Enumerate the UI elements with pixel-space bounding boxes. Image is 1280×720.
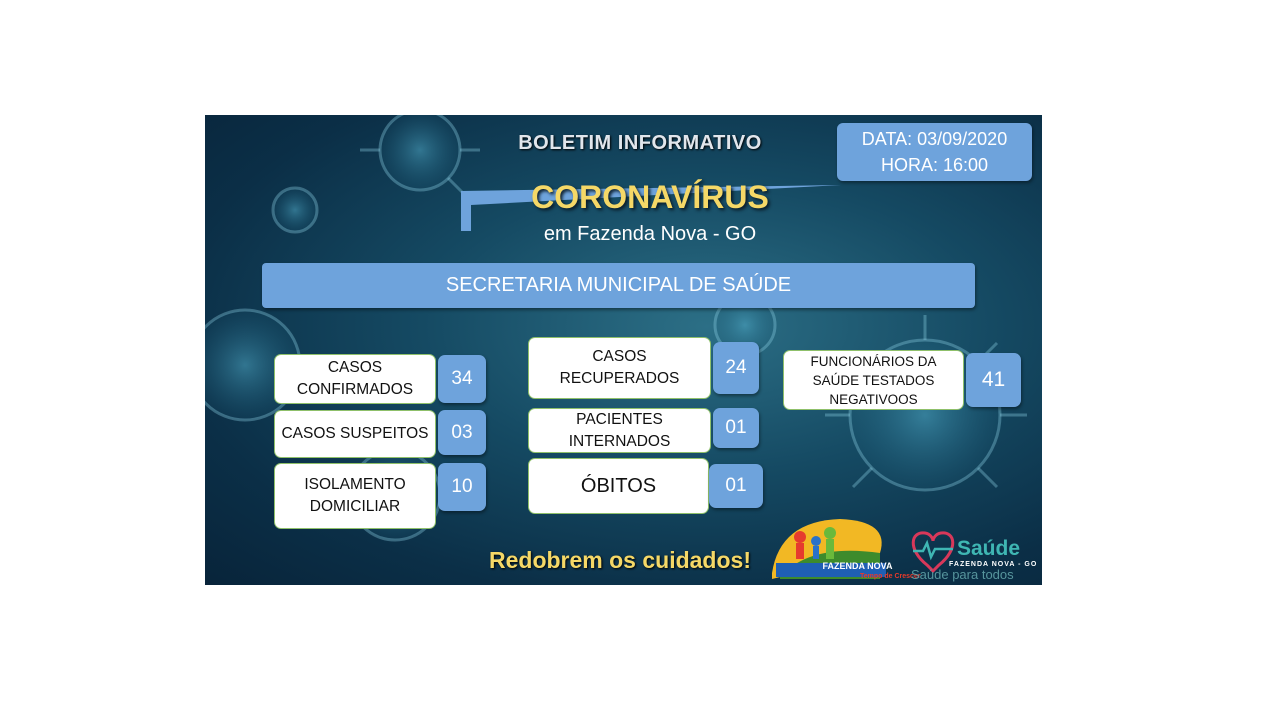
stat-value-suspected: 03 bbox=[438, 410, 486, 455]
stat-label-suspected: CASOS SUSPEITOS bbox=[274, 410, 436, 458]
stat-label-hospitalized: PACIENTES INTERNADOS bbox=[528, 408, 711, 453]
stat-value-home-isolation: 10 bbox=[438, 463, 486, 511]
stat-value-hospitalized: 01 bbox=[713, 408, 759, 448]
saude-name: Saúde bbox=[957, 537, 1021, 560]
stat-value-confirmed: 34 bbox=[438, 355, 486, 403]
stat-value-recovered: 24 bbox=[713, 342, 759, 394]
stat-label-health-workers-negative: FUNCIONÁRIOS DA SAÚDE TESTADOS NEGATIVOO… bbox=[783, 350, 964, 410]
page-title: CORONAVÍRUS bbox=[531, 179, 769, 215]
footer-message: Redobrem os cuidados! bbox=[489, 547, 751, 573]
stat-value-deaths: 01 bbox=[709, 464, 763, 508]
bulletin-heading: BOLETIM INFORMATIVO bbox=[518, 132, 762, 154]
saude-slogan: Saúde para todos bbox=[911, 567, 1014, 582]
stat-value-health-workers-negative: 41 bbox=[966, 353, 1021, 407]
time-text: HORA: 16:00 bbox=[880, 155, 989, 175]
prefeitura-name: FAZENDA NOVA bbox=[822, 561, 893, 571]
saude-heart-logo bbox=[911, 531, 955, 574]
stat-label-recovered: CASOS RECUPERADOS bbox=[528, 337, 711, 399]
location-subtitle: em Fazenda Nova - GO bbox=[543, 223, 757, 245]
saude-place: FAZENDA NOVA - GO bbox=[949, 561, 1038, 568]
prefeitura-logo bbox=[772, 519, 886, 579]
prefeitura-slogan: Tempo de Crescer bbox=[860, 573, 921, 580]
title-pointer-shape bbox=[461, 185, 841, 231]
date-time-box: DATA: 03/09/2020 HORA: 16:00 bbox=[837, 123, 1032, 181]
stat-label-deaths: ÓBITOS bbox=[528, 458, 709, 514]
stat-label-home-isolation: ISOLAMENTO DOMICILIAR bbox=[274, 463, 436, 529]
date-text: DATA: 03/09/2020 bbox=[861, 129, 1008, 149]
secretariat-banner: SECRETARIA MUNICIPAL DE SAÚDE bbox=[262, 263, 975, 308]
bulletin-slide: BOLETIM INFORMATIVO CORONAVÍRUS em Fazen… bbox=[205, 115, 1042, 585]
stat-label-confirmed: CASOS CONFIRMADOS bbox=[274, 354, 436, 404]
